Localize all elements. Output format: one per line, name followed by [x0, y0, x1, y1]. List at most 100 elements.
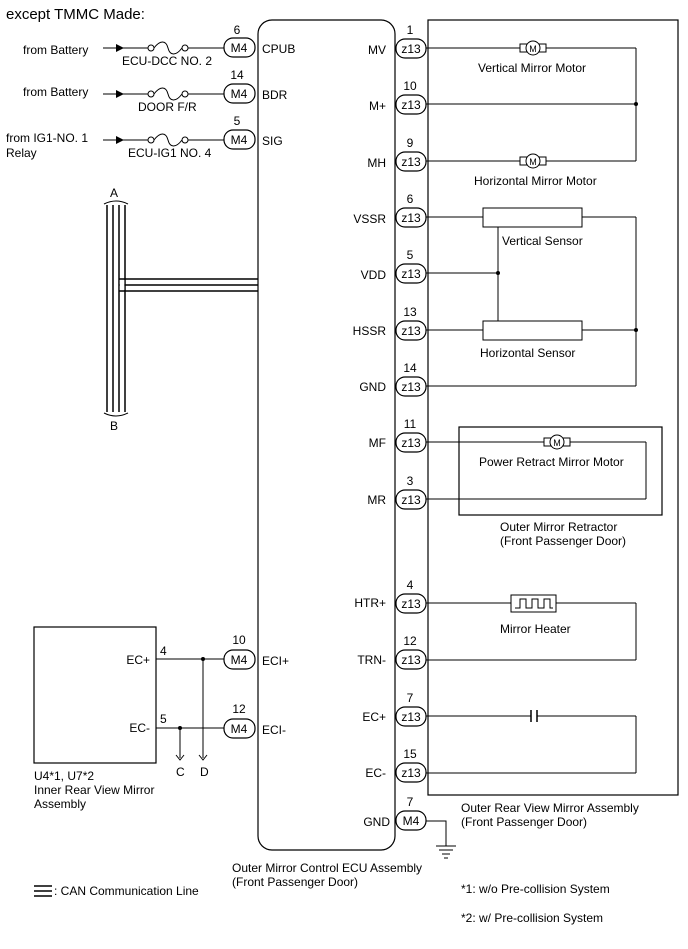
junction-dot [496, 271, 500, 275]
svg-text:M: M [529, 157, 537, 167]
heater-label: Mirror Heater [500, 622, 571, 636]
right-pin-mr: MR 3 z13 [367, 474, 427, 510]
connector-label: z13 [401, 324, 421, 338]
input-bdr: from Battery DOOR F/R 14 M4 BDR [23, 68, 288, 114]
source-label-line2: Relay [6, 146, 37, 160]
connector-label: z13 [401, 98, 421, 112]
can-bus: A B [103, 186, 258, 433]
fuse-label: ECU-DCC NO. 2 [122, 54, 212, 68]
pin-number: 12 [403, 634, 417, 648]
pin-number: 7 [407, 795, 414, 809]
pin-number: 12 [232, 702, 246, 716]
horizontal-motor-label: Horizontal Mirror Motor [474, 174, 597, 188]
terminal-label: GND [363, 815, 390, 829]
pin-number: 14 [403, 361, 417, 375]
terminal-label: EC+ [362, 710, 386, 724]
mirror-motor-circuit: M Vertical Mirror Motor M Horizontal Mir… [426, 40, 638, 188]
inner-mirror-name-line2: Assembly [34, 797, 86, 811]
terminal-label: VSSR [353, 212, 386, 226]
terminal-label: ECI- [262, 723, 286, 737]
motor-icon: M [543, 434, 571, 450]
input-sig: from IG1-NO. 1 Relay ECU-IG1 NO. 4 5 M4 … [6, 114, 283, 160]
bus-label-a: A [110, 186, 118, 200]
junction-dot [634, 102, 638, 106]
heater-icon [510, 594, 557, 613]
pin-number: 14 [230, 68, 244, 82]
connector-label: z13 [401, 766, 421, 780]
source-label: from Battery [23, 85, 88, 99]
connector-label: z13 [401, 493, 421, 507]
connector-label: z13 [401, 653, 421, 667]
terminal-label: MH [367, 156, 386, 170]
connector-m4 [223, 718, 256, 739]
terminal-ec-plus: EC+ [126, 653, 150, 667]
inner-mirror-box [33, 626, 157, 764]
source-label: from IG1-NO. 1 [6, 131, 88, 145]
terminal-label: MF [369, 436, 386, 450]
outer-mirror-assembly-box [427, 19, 679, 796]
connector-label: z13 [401, 380, 421, 394]
sensor-icon [482, 320, 583, 341]
pin-number: 4 [407, 578, 414, 592]
horizontal-sensor-label: Horizontal Sensor [480, 346, 575, 360]
right-pin-hssr: HSSR 13 z13 [353, 305, 427, 341]
inner-mirror-name: Inner Rear View Mirror [34, 783, 154, 797]
connector-label: M4 [231, 41, 248, 55]
connector-label: z13 [401, 710, 421, 724]
connector-label: z13 [401, 597, 421, 611]
fuse-icon [147, 133, 189, 147]
outer-assembly-location: (Front Passenger Door) [461, 815, 587, 829]
right-pin-ec-minus: EC- 15 z13 [365, 747, 427, 783]
terminal-label: CPUB [262, 42, 295, 56]
connector-label: M4 [231, 722, 248, 736]
arrow-icon [116, 90, 124, 98]
outer-assembly-name: Outer Rear View Mirror Assembly [461, 801, 639, 815]
legend: : CAN Communication Line [34, 884, 199, 898]
pin-number: 13 [403, 305, 417, 319]
retract-motor-label: Power Retract Mirror Motor [479, 455, 624, 469]
arrow-icon [116, 136, 124, 144]
heater-circuit: Mirror Heater [426, 594, 637, 661]
pin-number: 10 [232, 633, 246, 647]
right-pin-trn: TRN- 12 z13 [357, 634, 427, 670]
right-pin-vssr: VSSR 6 z13 [353, 192, 427, 228]
vertical-motor-label: Vertical Mirror Motor [478, 61, 586, 75]
bus-label-b: B [110, 419, 118, 433]
terminal-label: GND [359, 380, 386, 394]
can-legend-label: : CAN Communication Line [54, 884, 199, 898]
ecu-body [257, 19, 396, 851]
right-pin-gnd-ecu: GND 7 M4 [363, 795, 456, 859]
pin-number: 15 [403, 747, 417, 761]
retractor-circuit: M Power Retract Mirror Motor Outer Mirro… [426, 426, 663, 548]
pin-number: 10 [403, 79, 417, 93]
capacitor-icon [530, 710, 538, 722]
header-title: except TMMC Made: [6, 6, 145, 23]
terminal-ec-minus: EC- [129, 721, 150, 735]
motor-icon: M [519, 153, 547, 169]
right-pin-ec-plus: EC+ 7 z13 [362, 691, 427, 727]
connector-label: M4 [231, 653, 248, 667]
right-pin-vdd: VDD 5 z13 [361, 248, 427, 284]
right-pin-mv: MV 1 z13 [368, 23, 427, 59]
pin-number: 5 [407, 248, 414, 262]
connector-m4 [223, 37, 256, 58]
right-pin-htr: HTR+ 4 z13 [354, 578, 427, 614]
terminal-label: ECI+ [262, 654, 289, 668]
retractor-location: (Front Passenger Door) [500, 534, 626, 548]
note-2: *2: w/ Pre-collision System [461, 911, 603, 925]
pin-number: 6 [234, 23, 241, 37]
connector-label: M4 [231, 133, 248, 147]
terminal-label: MV [368, 43, 386, 57]
inner-mirror: EC+ EC- 4 5 C D U4*1, U7*2 Inner Rear Vi… [33, 626, 289, 811]
connector-m4 [223, 649, 256, 670]
svg-text:M: M [529, 44, 537, 54]
branch-label-d: D [200, 765, 209, 779]
sensor-icon [482, 207, 583, 228]
fuse-icon [147, 87, 189, 101]
terminal-label: M+ [369, 99, 386, 113]
connector-label: z13 [401, 155, 421, 169]
pin-number: 1 [407, 23, 414, 37]
vertical-sensor-label: Vertical Sensor [502, 234, 583, 248]
junction-dot [634, 328, 638, 332]
